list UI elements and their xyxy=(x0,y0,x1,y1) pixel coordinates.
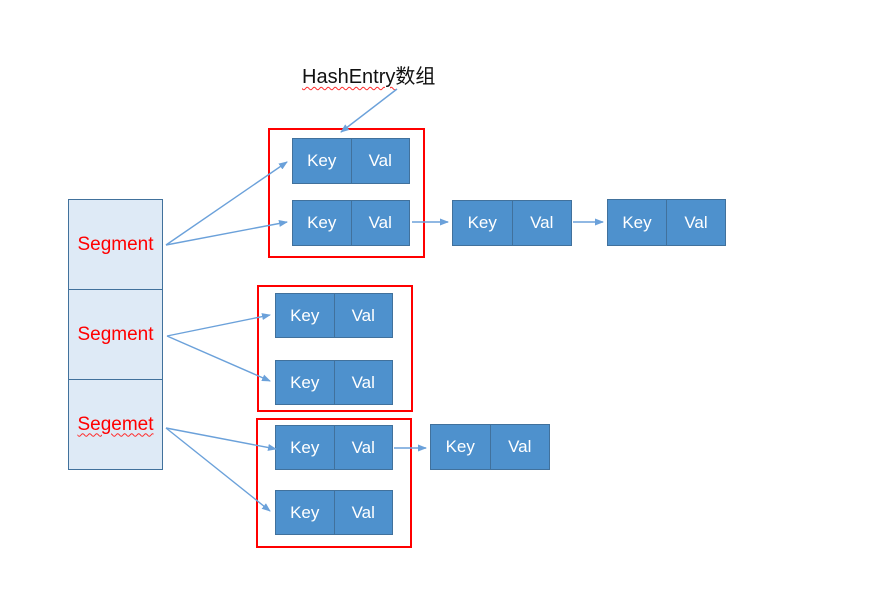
segment-cell-2: Segment xyxy=(69,289,162,379)
diagram-title: HashEntry数组 xyxy=(302,60,435,89)
key-cell: Key xyxy=(276,294,335,337)
val-cell: Val xyxy=(351,502,375,522)
val-cell: Val xyxy=(368,151,392,170)
key-cell: Key xyxy=(453,201,513,245)
segment-label-3: Segemet xyxy=(77,413,154,435)
arrow-segment2-to-entry-b1 xyxy=(166,313,271,337)
arrow-title-to-entry-array xyxy=(340,88,398,133)
key-cell: Key xyxy=(608,200,667,245)
val-cell: Val xyxy=(351,437,375,457)
segment-label-1: Segment xyxy=(77,233,154,255)
key-cell: Key xyxy=(276,491,335,534)
hashentry-node-b1: Key Val xyxy=(275,293,393,338)
segment-array: Segment Segment Segemet xyxy=(68,199,163,470)
val-cell: Val xyxy=(351,372,375,392)
val-cell: Val xyxy=(351,305,375,325)
key-cell: Key xyxy=(276,361,335,404)
hashentry-node-c2: Key Val xyxy=(275,490,393,535)
segment-cell-3: Segemet xyxy=(69,379,162,469)
hashentry-node-a2: Key Val xyxy=(292,200,410,246)
key-cell: Key xyxy=(293,139,352,183)
title-misspelled-part: HashEntry xyxy=(302,66,396,88)
arrow-segment2-to-entry-b2 xyxy=(166,335,271,382)
key-cell: Key xyxy=(293,201,352,245)
segment-cell-1: Segment xyxy=(69,200,162,289)
val-cell: Val xyxy=(508,437,532,456)
hashentry-node-b2: Key Val xyxy=(275,360,393,405)
val-cell: Val xyxy=(368,213,392,232)
hashentry-node-a1: Key Val xyxy=(292,138,410,184)
hashentry-node-a3: Key Val xyxy=(452,200,572,246)
arrow-segment3-to-entry-c2 xyxy=(165,427,271,512)
val-cell: Val xyxy=(530,213,554,232)
hashentry-node-c1: Key Val xyxy=(275,425,393,470)
key-cell: Key xyxy=(431,425,491,469)
hashentry-node-a4: Key Val xyxy=(607,199,726,246)
title-suffix: 数组 xyxy=(395,66,436,88)
val-cell: Val xyxy=(684,212,708,232)
hashentry-node-c3: Key Val xyxy=(430,424,550,470)
segment-label-2: Segment xyxy=(77,323,154,345)
key-cell: Key xyxy=(276,426,335,469)
